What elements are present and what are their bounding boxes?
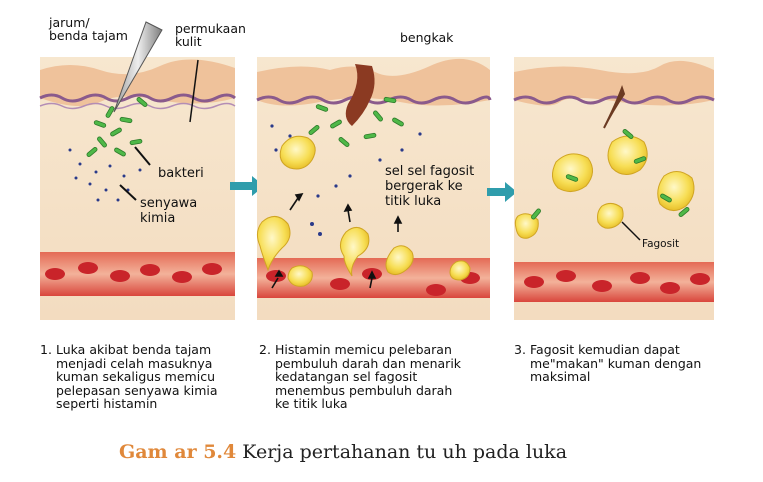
panel-3-membrane	[513, 95, 715, 105]
panel-3-skin	[514, 60, 714, 106]
panel-2-membrane	[256, 95, 492, 105]
chemical-pointer	[119, 184, 137, 201]
panel-3-phagocytes	[514, 135, 695, 239]
phagocyte-pointer	[621, 221, 641, 241]
panel-3-engulfed-bacteria	[531, 129, 690, 220]
panel-1-blood-cells	[45, 262, 222, 283]
step-1: 1. Luka akibat benda tajam menjadi celah…	[40, 343, 250, 423]
figure-number: Gam ar 5.4	[119, 441, 237, 463]
figure-caption: Gam ar 5.4 Kerja pertahanan tu uh pada l…	[119, 441, 567, 463]
arrow-right-icon	[230, 176, 264, 196]
wound-swelling	[345, 64, 375, 126]
step-3-text: Fagosit kemudian dapat me"makan" kuman d…	[530, 342, 702, 384]
label-chemical: senyawa kimia	[140, 196, 198, 226]
panel-2	[256, 57, 492, 320]
figure-title: Kerja pertahanan tu uh pada luka	[242, 441, 568, 463]
panel-3	[513, 57, 715, 320]
panel-1	[39, 21, 236, 320]
step-1-text: Luka akibat benda tajam menjadi celah ma…	[56, 342, 218, 411]
step-2-text: Histamin memicu pelebaran pembuluh darah…	[275, 342, 462, 411]
panel-3-blood-cells	[524, 270, 710, 294]
label-skin-surface: permukaan kulit	[175, 21, 246, 49]
panel-3-blood-vessel	[514, 262, 714, 302]
panel-1-blood-vessel	[40, 252, 235, 296]
step-2-number: 2.	[259, 342, 271, 357]
panel-1-membrane-lower	[39, 102, 236, 110]
arrow-right-icon-2	[487, 182, 517, 202]
label-bacteria: bakteri	[158, 166, 204, 181]
label-needle: jarum/ benda tajam	[49, 15, 128, 43]
healing-wound	[603, 85, 626, 129]
panel-2-chemicals	[270, 124, 422, 236]
bacteria-pointer	[134, 146, 151, 166]
panel-1-bacteria	[86, 97, 148, 157]
panel-2-phagocytes	[256, 135, 471, 287]
step-2: 2. Histamin memicu pelebaran pembuluh da…	[259, 343, 499, 423]
step-1-number: 1.	[40, 342, 52, 357]
step-3: 3. Fagosit kemudian dapat me"makan" kuma…	[514, 343, 754, 403]
label-phagocyte: Fagosit	[642, 238, 680, 250]
panel-1-membrane	[39, 93, 236, 103]
panel-1-chemicals	[68, 148, 142, 202]
label-swelling: bengkak	[400, 30, 454, 45]
needle-icon	[113, 21, 163, 113]
skin-pointer	[189, 59, 199, 123]
panel-2-movement-arrows	[271, 192, 403, 289]
panel-2-bacteria	[308, 96, 404, 147]
label-phagocyte-move: sel sel fagosit bergerak ke titik luka	[385, 164, 475, 209]
step-3-number: 3.	[514, 342, 526, 357]
